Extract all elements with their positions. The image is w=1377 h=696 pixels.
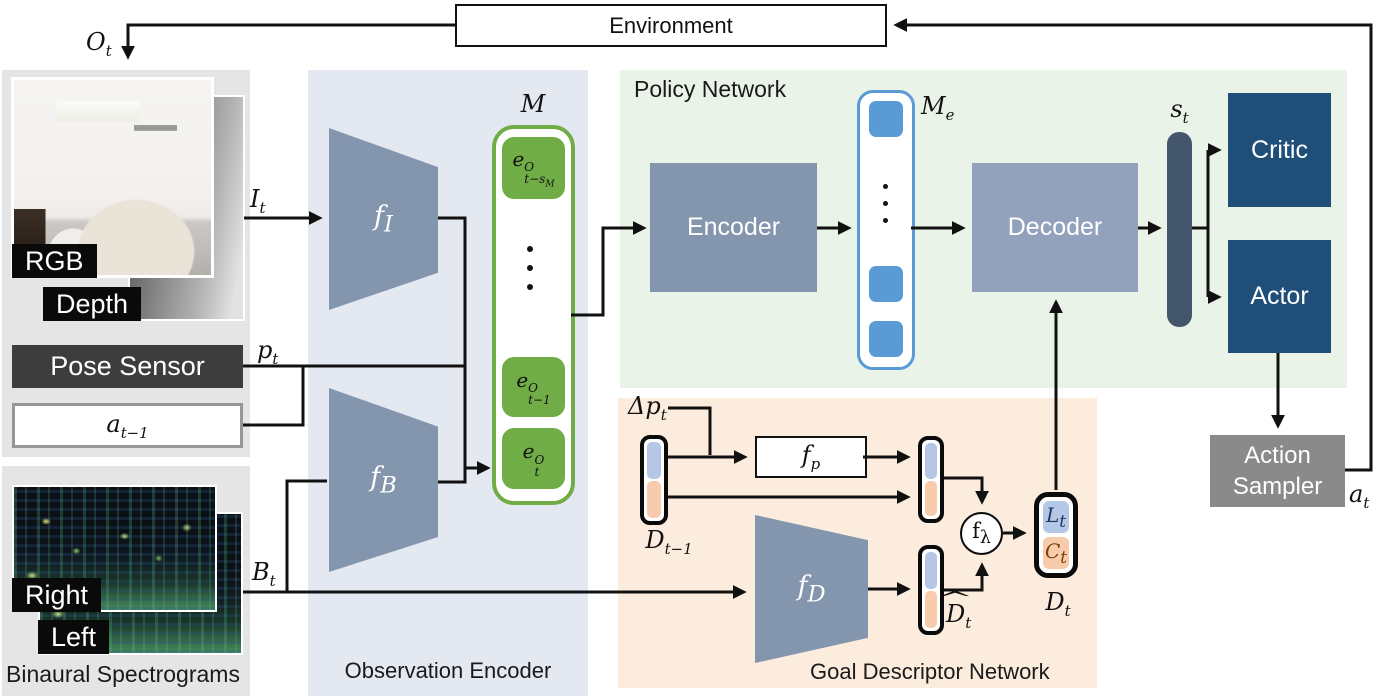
- embedded-memory-ellipsis: [883, 184, 888, 223]
- spectrogram-right-tag: Right: [12, 578, 102, 613]
- descriptor-prev-category-part: [647, 481, 661, 518]
- rgb-tag: RGB: [12, 244, 97, 279]
- prev-action-box: at−1: [12, 403, 243, 448]
- spectrogram-left-tag: Left: [38, 620, 110, 655]
- descriptor-out-pill: Lt Ct: [1034, 492, 1078, 578]
- category-cell: Ct: [1043, 537, 1069, 569]
- concat-location-part: [925, 443, 937, 479]
- f-pose-box: fp: [755, 436, 867, 478]
- goal-network-caption: Goal Descriptor Network: [810, 659, 1050, 684]
- state-bar: [1167, 132, 1192, 327]
- f-visual-label: fI: [374, 200, 393, 238]
- critic-box: Critic: [1228, 93, 1331, 207]
- location-cell: Lt: [1043, 501, 1069, 533]
- memory-label: M: [520, 90, 546, 118]
- pose-input-label: pt: [257, 336, 279, 368]
- embedded-memory-slot-1: [869, 101, 903, 137]
- wire-env-to-observation: [121, 23, 455, 60]
- descriptor-out-label: Dt: [1045, 588, 1071, 620]
- descriptor-hat-category-part: [925, 591, 937, 628]
- state-label: st: [1170, 95, 1189, 127]
- action-sampler-box: Action Sampler: [1210, 435, 1345, 507]
- visual-input-label: It: [250, 185, 266, 217]
- observation-label: Ot: [86, 28, 112, 60]
- descriptor-hat-label: ^Dt: [935, 589, 974, 632]
- descriptor-prev-pill: [640, 435, 668, 525]
- delta-pose-label: Δpt: [628, 392, 667, 424]
- wire-prev-action-junction: [243, 366, 305, 427]
- spectrogram-caption: Binaural Spectrograms: [6, 661, 240, 687]
- rgb-image: [11, 77, 214, 278]
- concat-category-part: [925, 480, 937, 516]
- decoder-box: Decoder: [972, 163, 1138, 292]
- prev-action-label: at−1: [106, 409, 149, 442]
- pose-sensor-box: Pose Sensor: [12, 345, 243, 388]
- f-descriptor-label: fD: [797, 570, 826, 608]
- descriptor-hat-pill: [918, 545, 944, 635]
- environment-box: Environment: [455, 4, 887, 47]
- actor-box: Actor: [1228, 240, 1331, 353]
- descriptor-prev-location-part: [647, 442, 661, 479]
- location-cell-label: Lt: [1046, 503, 1066, 531]
- concat-pill: [918, 436, 944, 523]
- encoder-box: Encoder: [650, 163, 817, 292]
- policy-network-caption: Policy Network: [634, 76, 787, 102]
- embedded-memory-slot-2: [869, 266, 903, 302]
- memory-ellipsis: [527, 246, 533, 290]
- binaural-input-label: Bt: [252, 558, 276, 590]
- f-binaural-encoder: fB: [329, 388, 438, 572]
- embedded-memory-slot-3: [869, 321, 903, 357]
- descriptor-hat-location-part: [925, 552, 937, 589]
- depth-tag: Depth: [43, 287, 142, 322]
- category-cell-label: Ct: [1044, 539, 1067, 567]
- descriptor-prev-label: Dt−1: [645, 526, 693, 558]
- f-binaural-label: fB: [370, 461, 397, 499]
- f-lambda-node: fλ: [960, 512, 1003, 555]
- embedded-memory-label: Me: [921, 92, 955, 124]
- f-lambda-label: fλ: [972, 518, 991, 549]
- f-descriptor-encoder: fD: [755, 515, 868, 663]
- action-output-label: at: [1349, 480, 1370, 512]
- observation-encoder-caption: Observation Encoder: [344, 658, 552, 683]
- f-pose-label: fp: [801, 441, 821, 473]
